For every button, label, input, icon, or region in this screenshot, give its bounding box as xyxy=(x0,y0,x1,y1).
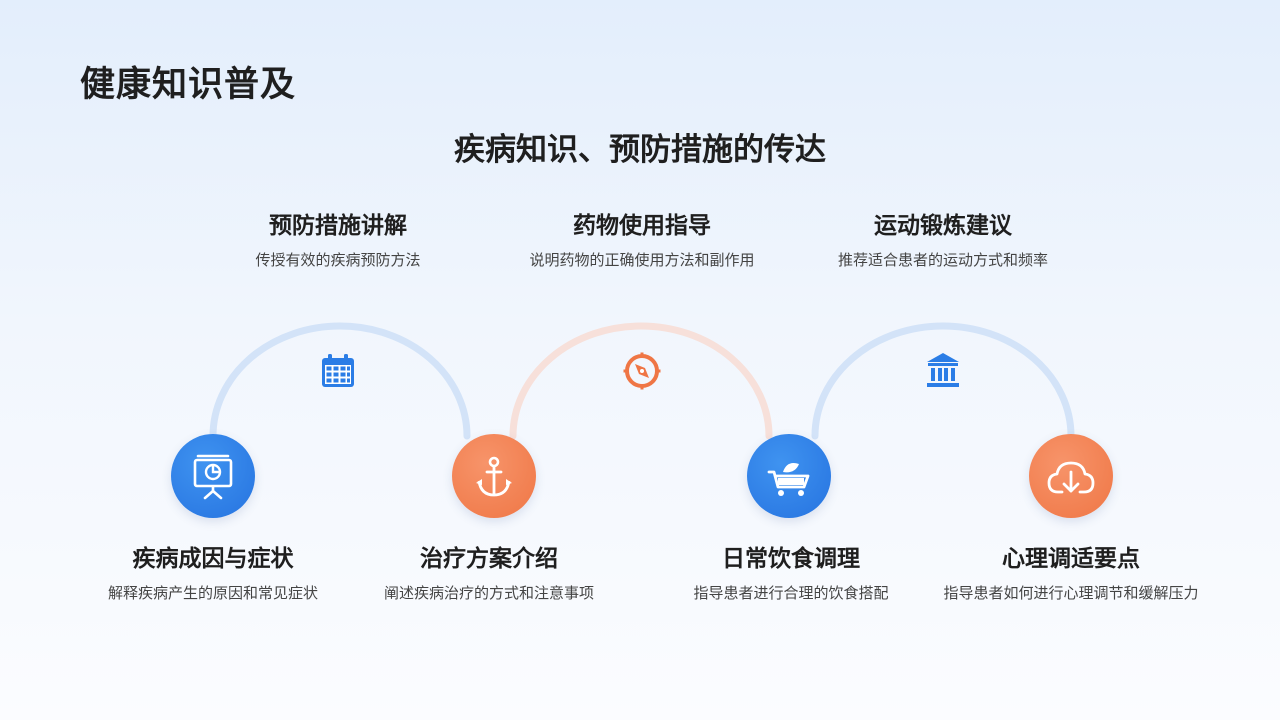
node-psychological xyxy=(1029,434,1113,518)
bottom-label-desc: 解释疾病产生的原因和常见症状 xyxy=(107,584,318,602)
anchor-icon xyxy=(476,456,512,497)
presentation-board-icon xyxy=(193,454,233,500)
bottom-label-desc: 指导患者如何进行心理调节和缓解压力 xyxy=(943,584,1199,602)
bottom-label-desc: 指导患者进行合理的饮食搭配 xyxy=(693,584,889,602)
node-treatment-plan xyxy=(452,434,536,518)
top-label-prevention: 预防措施讲解 传授有效的疾病预防方法 xyxy=(178,210,498,272)
top-label-title: 预防措施讲解 xyxy=(269,213,407,239)
shopping-cart-icon xyxy=(767,463,810,496)
top-label-title: 运动锻炼建议 xyxy=(874,213,1012,239)
node-disease-causes xyxy=(171,434,255,518)
top-label-desc: 推荐适合患者的运动方式和频率 xyxy=(837,251,1048,269)
cloud-download-icon xyxy=(1047,461,1095,494)
top-label-medication: 药物使用指导 说明药物的正确使用方法和副作用 xyxy=(472,210,812,272)
arc-2 xyxy=(509,322,773,440)
bottom-label-diet: 日常饮食调理 指导患者进行合理的饮食搭配 xyxy=(661,543,921,605)
bottom-label-treatment: 治疗方案介绍 阐述疾病治疗的方式和注意事项 xyxy=(354,543,624,605)
compass-icon xyxy=(622,351,662,391)
top-label-desc: 说明药物的正确使用方法和副作用 xyxy=(529,251,755,269)
bottom-label-desc: 阐述疾病治疗的方式和注意事项 xyxy=(383,584,594,602)
top-label-exercise: 运动锻炼建议 推荐适合患者的运动方式和频率 xyxy=(778,210,1108,272)
bottom-label-title: 疾病成因与症状 xyxy=(132,546,294,572)
bank-icon xyxy=(923,351,963,391)
bottom-label-causes: 疾病成因与症状 解释疾病产生的原因和常见症状 xyxy=(78,543,348,605)
page-subtitle: 疾病知识、预防措施的传达 xyxy=(454,132,826,168)
page-title: 健康知识普及 xyxy=(80,65,297,105)
calendar-icon xyxy=(318,351,358,391)
arc-3 xyxy=(811,322,1075,440)
top-label-desc: 传授有效的疾病预防方法 xyxy=(255,251,421,269)
bottom-label-title: 治疗方案介绍 xyxy=(420,546,558,572)
arc-1 xyxy=(209,322,471,440)
node-daily-diet xyxy=(747,434,831,518)
bottom-label-title: 心理调适要点 xyxy=(1002,546,1140,572)
bottom-label-psychology: 心理调适要点 指导患者如何进行心理调节和缓解压力 xyxy=(939,543,1203,605)
top-label-title: 药物使用指导 xyxy=(573,213,711,239)
bottom-label-title: 日常饮食调理 xyxy=(722,546,860,572)
